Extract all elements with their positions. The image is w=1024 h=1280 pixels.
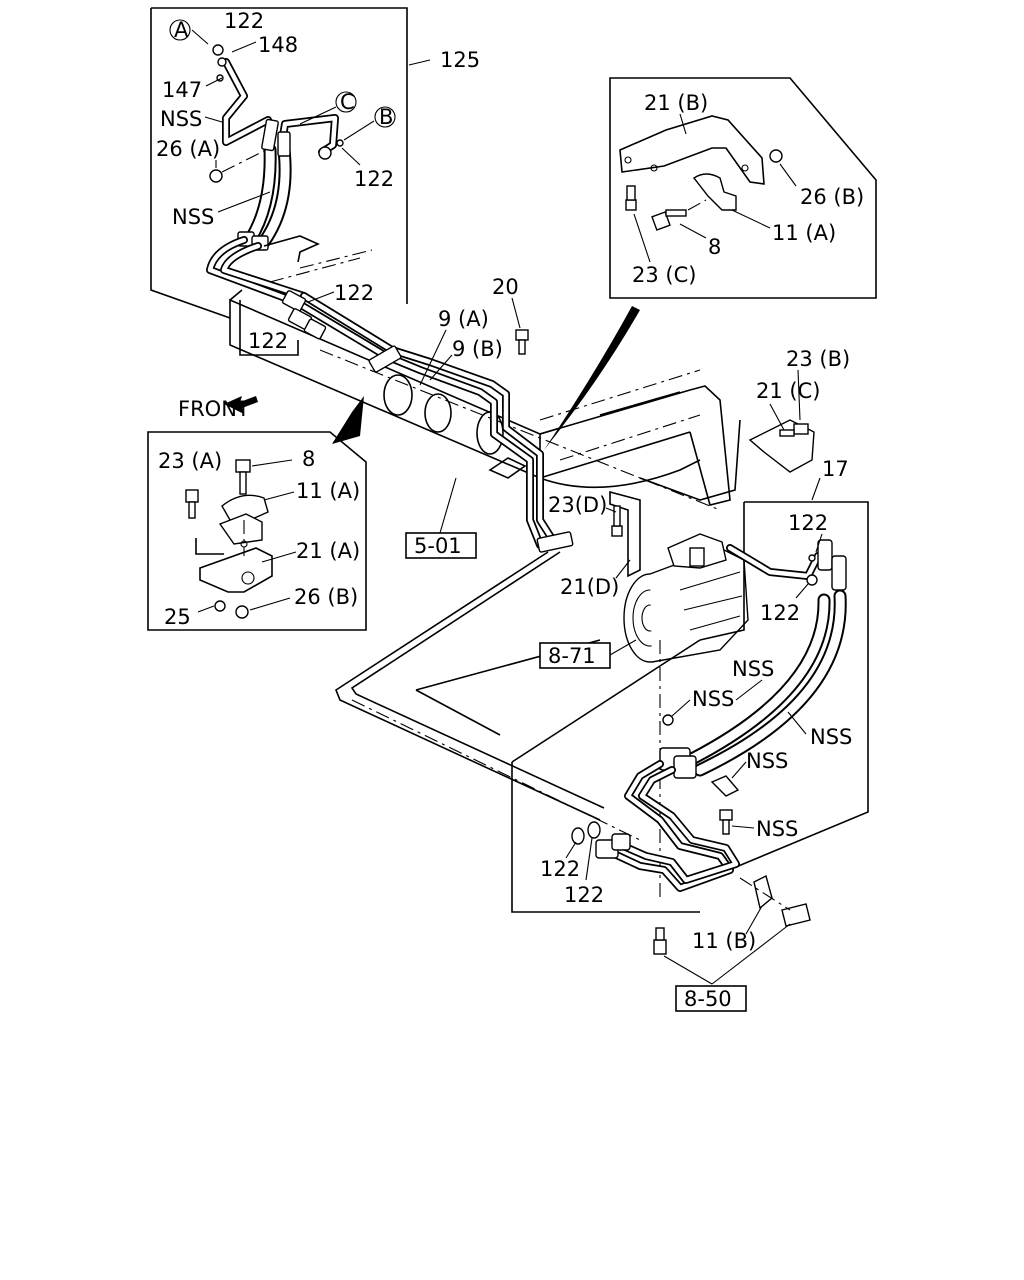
right-detail-box (609, 77, 877, 299)
label-23b: 23 (B) (786, 347, 850, 371)
label-nss-f: NSS (746, 749, 788, 773)
label-11b: 11 (B) (692, 929, 756, 953)
small-122-box (239, 300, 299, 356)
label-8-left: 8 (302, 447, 315, 471)
ref-box-5-01-frame (405, 532, 477, 559)
marker-c-circle (335, 91, 357, 113)
main-pipes (281, 290, 641, 841)
callout-arrow-right (544, 306, 640, 450)
label-122-d: 122 (248, 329, 288, 353)
ref-5-01: 5-01 (414, 534, 462, 558)
label-nss-e: NSS (810, 725, 852, 749)
bolt-20 (515, 329, 529, 341)
label-122-c: 122 (354, 167, 394, 191)
label-23c: 23 (C) (632, 263, 696, 287)
label-20: 20 (492, 275, 519, 299)
label-nss-b: NSS (172, 205, 214, 229)
bracket-21c (748, 369, 815, 473)
label-23d: 23(D) (548, 493, 607, 517)
label-front: FRONT (178, 397, 250, 421)
label-9b: 9 (B) (452, 337, 503, 361)
label-11a-left: 11 (A) (296, 479, 360, 503)
label-8-right: 8 (708, 235, 721, 259)
marker-b-label: B (379, 105, 393, 129)
label-147: 147 (162, 78, 202, 102)
label-122-b: 122 (334, 281, 374, 305)
marker-a-label: A (174, 18, 189, 42)
left-detail-box (147, 431, 367, 631)
label-122-g: 122 (540, 857, 580, 881)
label-nss-g: NSS (756, 817, 798, 841)
label-nss-d: NSS (692, 687, 734, 711)
label-17: 17 (822, 457, 849, 481)
label-21d: 21(D) (560, 575, 619, 599)
label-122-h: 122 (564, 883, 604, 907)
bracket-21d (605, 490, 641, 579)
label-21a: 21 (A) (296, 539, 360, 563)
marker-c-label: C (340, 90, 355, 114)
top-detail-box (150, 7, 431, 319)
marker-a-circle (169, 19, 191, 41)
label-122-e: 122 (788, 511, 828, 535)
label-nss-c: NSS (732, 657, 774, 681)
label-26b-left: 26 (B) (294, 585, 358, 609)
label-26a: 26 (A) (156, 137, 220, 161)
label-nss-a: NSS (160, 107, 202, 131)
label-26b-right: 26 (B) (800, 185, 864, 209)
label-122-a: 122 (224, 9, 264, 33)
label-122-f: 122 (760, 601, 800, 625)
front-arrow-icon (224, 396, 258, 414)
marker-b-circle (374, 106, 396, 128)
label-11a-right: 11 (A) (772, 221, 836, 245)
label-23a: 23 (A) (158, 449, 222, 473)
lower-pipe-assembly (511, 639, 811, 1012)
label-21c: 21 (C) (756, 379, 820, 403)
ref-8-50: 8-50 (684, 987, 732, 1011)
label-21b: 21 (B) (644, 91, 708, 115)
label-148: 148 (258, 33, 298, 57)
callout-arrow-left (332, 396, 364, 444)
chassis-frame (224, 289, 741, 511)
ref-8-71: 8-71 (548, 644, 596, 668)
label-25: 25 (164, 605, 191, 629)
compressor (539, 533, 749, 669)
label-125: 125 (440, 48, 480, 72)
label-9a: 9 (A) (438, 307, 489, 331)
